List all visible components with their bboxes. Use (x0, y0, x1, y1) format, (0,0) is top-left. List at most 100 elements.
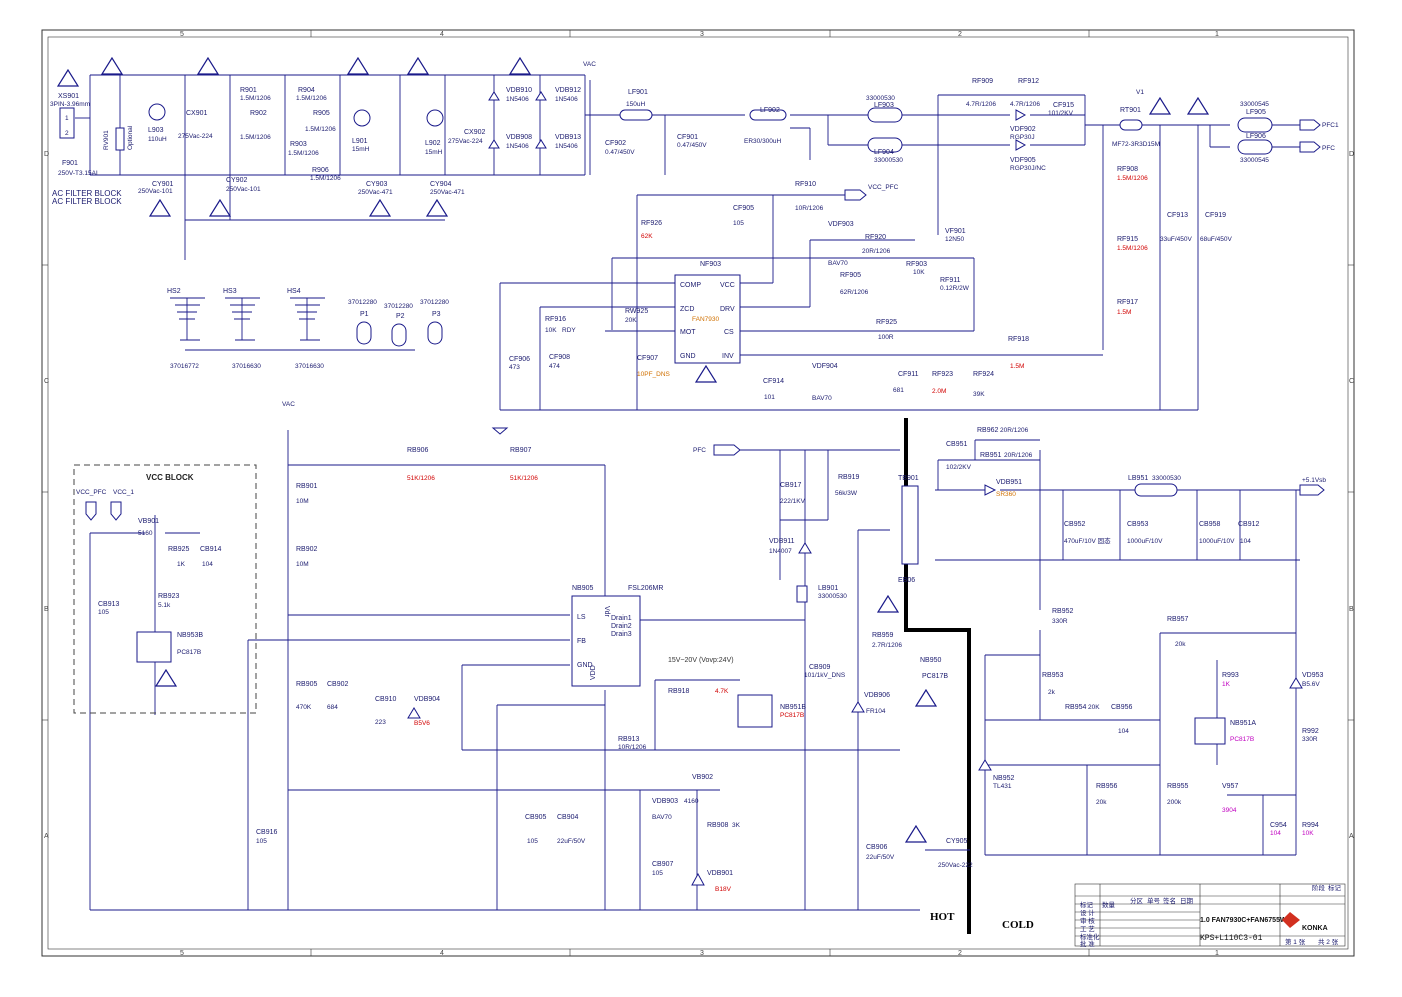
cy904-ref: CY904 (430, 181, 452, 188)
diode-vdb912 (535, 91, 547, 101)
rb918-ref: RB918 (668, 688, 690, 695)
pin-gnd2: GND (577, 662, 593, 669)
rb951-ref: RB951 (980, 452, 1002, 459)
lf906-ref: LF906 (1246, 133, 1266, 140)
rb953-ref: RB953 (1042, 672, 1064, 679)
r992-val: 330R (1302, 736, 1318, 743)
pin-gnd: GND (680, 353, 696, 360)
border-num-3: 3 (700, 31, 704, 38)
nb952-val: TL431 (993, 783, 1012, 790)
cf906-ref: CF906 (509, 356, 530, 363)
pin-drv: DRV (720, 306, 735, 313)
cb907-ref: CB907 (652, 861, 674, 868)
v957-ref: V957 (1222, 783, 1238, 790)
border-letter-c2: C (1349, 378, 1354, 385)
hs3-ref: HS3 (223, 288, 237, 295)
connector-5v1sb (1299, 484, 1325, 496)
cb956-val: 104 (1118, 728, 1129, 735)
p3-ref: P3 (432, 311, 441, 318)
cf915-ref: CF915 (1053, 102, 1074, 109)
konka-logo-icon (1282, 912, 1300, 928)
border-num-1b: 1 (1215, 950, 1219, 957)
tb-r5: 标准化 (1080, 932, 1100, 941)
inductor-lf901 (619, 109, 653, 121)
lf902-val: ER30/300uH (744, 138, 782, 145)
rb906-ref: RB906 (407, 447, 429, 454)
cb916-ref: CB916 (256, 829, 278, 836)
diode-vdb951 (984, 484, 997, 496)
vdb908-val: 1N5406 (506, 143, 529, 150)
rb959-val: 2.7R/1206 (872, 642, 902, 649)
p2-ref: P2 (396, 313, 405, 320)
net-pfc-out: PFC (1322, 145, 1335, 152)
rf923-ref: RF923 (932, 371, 953, 378)
vdb913-ref: VDB913 (555, 134, 581, 141)
rf905-ref: RF905 (840, 272, 861, 279)
connector-vcc-pfc (844, 189, 867, 201)
hs4-ref: HS4 (287, 288, 301, 295)
cf902-val: 0.47/450V (605, 149, 635, 156)
p1-val: 37012280 (348, 299, 377, 306)
r902-ref: R902 (250, 110, 267, 117)
inductor-l903 (148, 103, 166, 121)
connector-xs901 (59, 107, 75, 139)
cb917-ref: CB917 (780, 482, 802, 489)
rf917-ref: RF917 (1117, 299, 1138, 306)
cf913-ref: CF913 (1167, 212, 1188, 219)
net-rdy: RDY (562, 327, 576, 334)
rb954-val: 20K (1088, 704, 1100, 711)
nb951b-ref: NB951B (780, 704, 806, 711)
nb951a-val: PC817B (1230, 736, 1254, 743)
vdf904-ref: VDF904 (812, 363, 838, 370)
lf902-ref: LF902 (760, 107, 780, 114)
cf902-ref: CF902 (605, 140, 626, 147)
border-num-2: 2 (958, 31, 962, 38)
border-letter-c: C (44, 378, 49, 385)
l902-ref: L902 (425, 140, 441, 147)
cy903-ref: CY903 (366, 181, 388, 188)
cf914-ref: CF914 (763, 378, 784, 385)
nb953b-ref: NB953B (177, 632, 203, 639)
tb-model: 1.0 FAN7930C+FAN6755W (1200, 917, 1287, 924)
cb914-val: 104 (202, 561, 213, 568)
rb906-val: 51K/1206 (407, 475, 435, 482)
inductor-lf902 (749, 109, 787, 121)
pin-p1 (356, 321, 372, 345)
net-vcc-pfc2: VCC_PFC (76, 489, 107, 496)
cb909-val: 101/1kV_DNS (804, 672, 846, 679)
net-vac-mid: VAC (282, 401, 295, 408)
cy902-ref: CY902 (226, 177, 248, 184)
tb-sheet: 第 1 张 (1285, 937, 1306, 946)
cf901-ref: CF901 (677, 134, 698, 141)
nb905-ref: NB905 (572, 585, 594, 592)
ac-filter-block-2: AC FILTER BLOCK (52, 197, 122, 206)
diode-vdb913 (535, 139, 547, 149)
rb901-val: 10M (296, 498, 309, 505)
rb902-ref: RB902 (296, 546, 318, 553)
r993-ref: R993 (1222, 672, 1239, 679)
nb951a-ref: NB951A (1230, 720, 1256, 727)
r905-val: 1.5M/1206 (305, 126, 336, 133)
tb-mark: 标记 (1328, 883, 1342, 892)
lf901-val: 150uH (626, 101, 645, 108)
pin-p3 (427, 321, 443, 345)
rw925-val: 20K (625, 317, 637, 324)
bead-lf904 (867, 137, 903, 153)
cb906-ref: CB906 (866, 844, 888, 851)
vdb912-ref: VDB912 (555, 87, 581, 94)
net-5v1sb: +5.1Vsb (1302, 477, 1326, 484)
vdf903-val: BAV70 (828, 260, 848, 267)
r903-val: 1.5M/1206 (288, 150, 319, 157)
rb954-ref: RB954 (1065, 704, 1087, 711)
rb902-val: 10M (296, 561, 309, 568)
cb907-val: 105 (652, 870, 663, 877)
rf923-val: 2.0M (932, 388, 946, 395)
cx901-ref: CX901 (186, 110, 208, 117)
nb953b-val: PC817B (177, 649, 201, 656)
tb-h3: 分区 (1130, 896, 1144, 905)
heatsinks (170, 297, 415, 351)
c954-ref: C954 (1270, 822, 1287, 829)
rf916-val: 10K (545, 327, 557, 334)
tb-h1: 标记 (1080, 900, 1094, 909)
